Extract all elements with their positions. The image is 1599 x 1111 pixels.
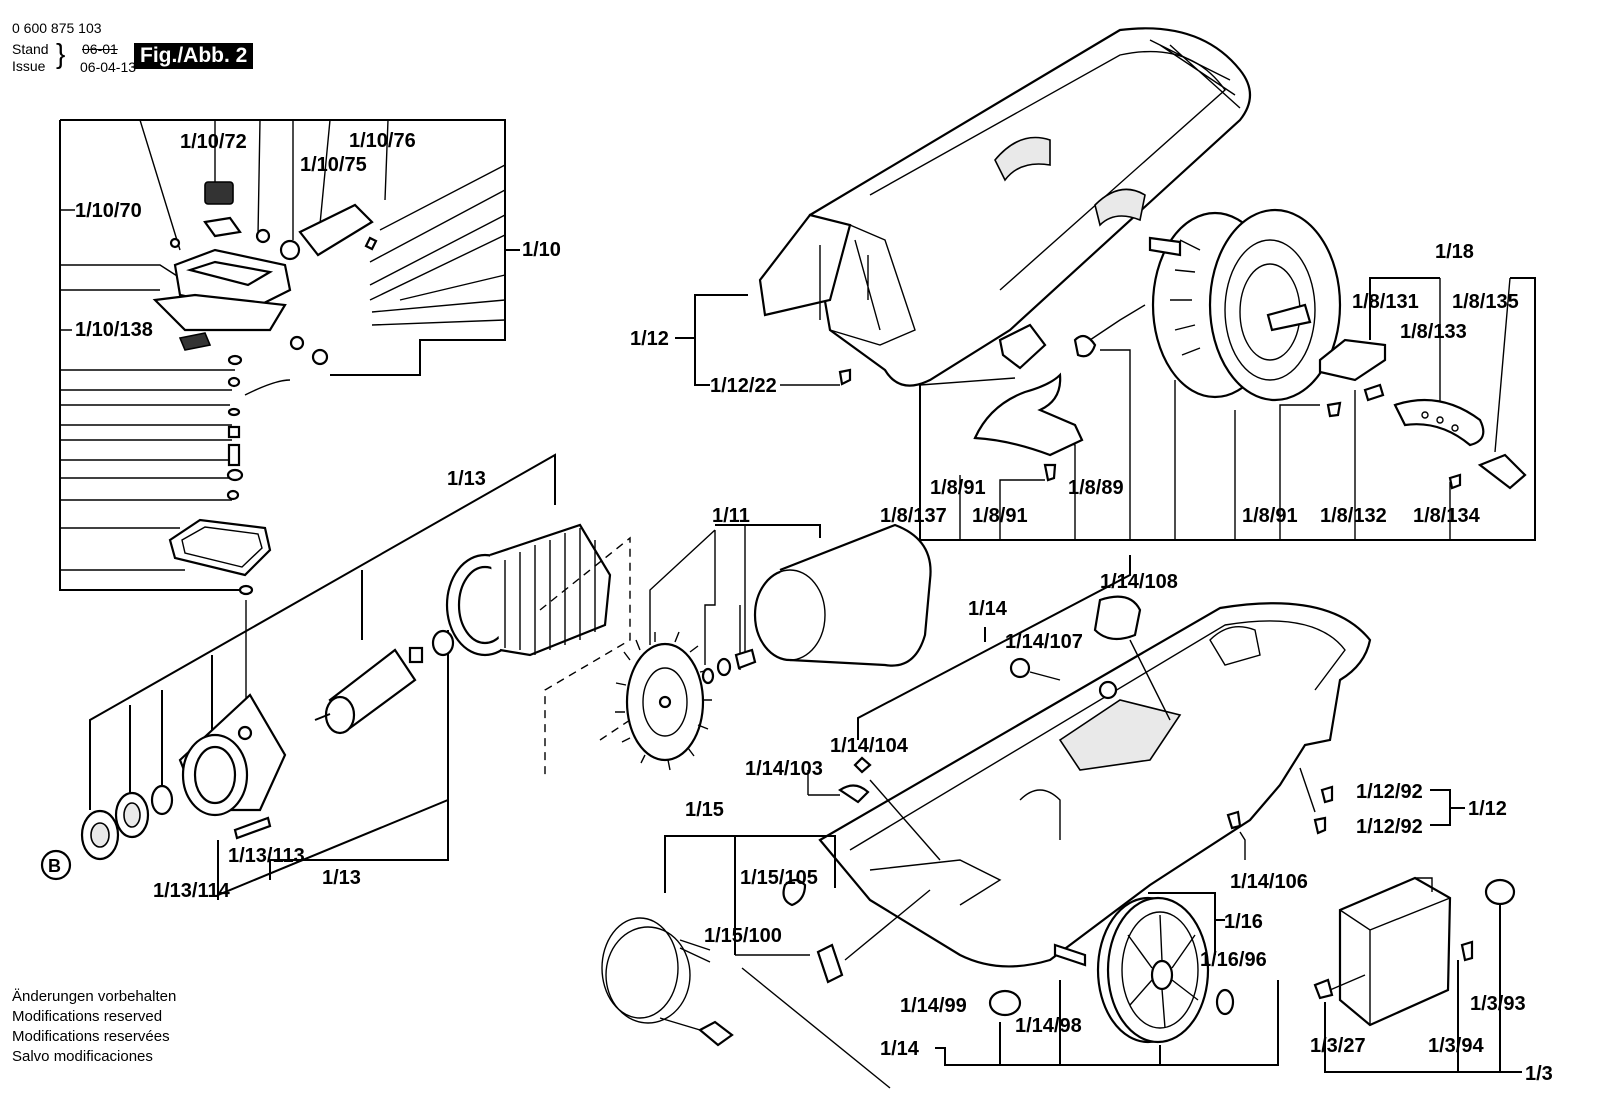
- label-1-12-92-b: 1/12/92: [1356, 816, 1423, 838]
- label-1-14-98: 1/14/98: [1015, 1015, 1082, 1037]
- label-1-8-91-a: 1/8/91: [930, 477, 986, 499]
- label-1-10-138: 1/10/138: [75, 319, 153, 341]
- label-1-14-99: 1/14/99: [900, 995, 967, 1017]
- document-number: 0 600 875 103: [12, 20, 102, 36]
- label-1-10-75: 1/10/75: [300, 154, 367, 176]
- label-1-3-93: 1/3/93: [1470, 993, 1526, 1015]
- label-1-14-103: 1/14/103: [745, 758, 823, 780]
- wheel-group: [988, 892, 1235, 1044]
- footer-line-es: Salvo modificaciones: [12, 1048, 153, 1065]
- label-1-3: 1/3: [1525, 1063, 1553, 1085]
- reel-group: [919, 208, 1536, 541]
- upper-housing-group: [675, 27, 1252, 387]
- switch-assembly-group: [59, 119, 520, 710]
- label-1-16: 1/16: [1224, 911, 1263, 933]
- label-1-11: 1/11: [712, 505, 750, 527]
- label-1-3-27: 1/3/27: [1310, 1035, 1366, 1057]
- b-marker: B: [48, 856, 61, 876]
- label-1-14-108: 1/14/108: [1100, 571, 1178, 593]
- label-1-13-bottom: 1/13: [322, 867, 361, 889]
- label-1-12-92-a: 1/12/92: [1356, 781, 1423, 803]
- issue-label: Issue: [12, 58, 46, 74]
- label-1-15-100: 1/15/100: [704, 925, 782, 947]
- label-1-10-76: 1/10/76: [349, 130, 416, 152]
- label-1-8-132: 1/8/132: [1320, 505, 1387, 527]
- lower-housing-group: [807, 555, 1465, 968]
- label-1-18: 1/18: [1435, 241, 1474, 263]
- label-1-14-bottom: 1/14: [880, 1038, 920, 1060]
- label-1-12-22: 1/12/22: [710, 375, 777, 397]
- fan-group: [599, 523, 932, 771]
- label-1-3-94: 1/3/94: [1428, 1035, 1484, 1057]
- motor-assembly-group: [40, 453, 631, 900]
- footer-line-fr: Modifications reservées: [12, 1028, 170, 1045]
- stand-date: 06-01: [82, 41, 118, 57]
- label-1-8-137: 1/8/137: [880, 505, 947, 527]
- label-1-8-91-b: 1/8/91: [972, 505, 1028, 527]
- label-1-8-135: 1/8/135: [1452, 291, 1519, 313]
- label-1-8-133: 1/8/133: [1400, 321, 1467, 343]
- label-1-14-104: 1/14/104: [830, 735, 909, 757]
- label-1-14-107: 1/14/107: [1005, 631, 1083, 653]
- label-1-8-134: 1/8/134: [1413, 505, 1481, 527]
- label-1-12-left: 1/12: [630, 328, 669, 350]
- figure-label: Fig./Abb. 2: [134, 43, 254, 69]
- label-1-10: 1/10: [522, 239, 561, 261]
- label-1-13-113: 1/13/113: [228, 845, 305, 867]
- label-1-13-top: 1/13: [447, 468, 486, 490]
- label-1-14-106: 1/14/106: [1230, 871, 1308, 893]
- control-box-group: [1313, 876, 1522, 1073]
- footer-line-en: Modifications reserved: [12, 1008, 163, 1025]
- label-1-16-96: 1/16/96: [1200, 949, 1267, 971]
- label-1-8-91-c: 1/8/91: [1242, 505, 1298, 527]
- label-1-15-105: 1/15/105: [740, 867, 818, 889]
- label-1-8-89: 1/8/89: [1068, 477, 1124, 499]
- label-1-10-72: 1/10/72: [180, 131, 247, 153]
- label-1-15: 1/15: [685, 799, 724, 821]
- issue-date: 06-04-13: [80, 59, 137, 75]
- label-1-10-70: 1/10/70: [75, 200, 142, 222]
- brace-icon: }: [56, 38, 66, 69]
- stand-label: Stand: [12, 41, 49, 57]
- label-1-13-114: 1/13/114: [153, 880, 231, 902]
- label-1-12-right: 1/12: [1468, 798, 1507, 820]
- label-1-14-top: 1/14: [968, 598, 1008, 620]
- cable-group: [601, 835, 931, 1089]
- footer-line-de: Änderungen vorbehalten: [12, 988, 177, 1005]
- label-1-8-131: 1/8/131: [1352, 291, 1419, 313]
